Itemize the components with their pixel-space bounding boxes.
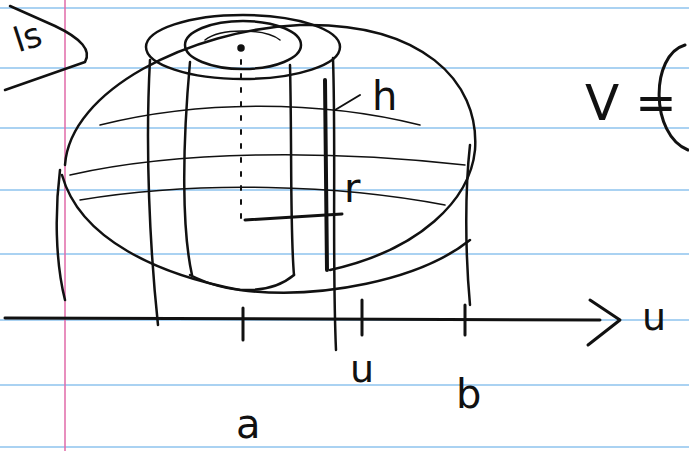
tick-label: b — [456, 374, 481, 414]
formula-text: V = — [585, 78, 677, 128]
tick-label: u — [350, 350, 374, 388]
axis-label: u — [642, 298, 666, 336]
handwritten-note: ls — [9, 17, 45, 58]
ruled-lines — [0, 8, 689, 447]
solid-outline — [5, 6, 475, 350]
radius-label: r — [344, 168, 360, 208]
tick-label: a — [236, 404, 261, 444]
u-axis — [5, 300, 620, 345]
height-label: h — [372, 76, 397, 116]
